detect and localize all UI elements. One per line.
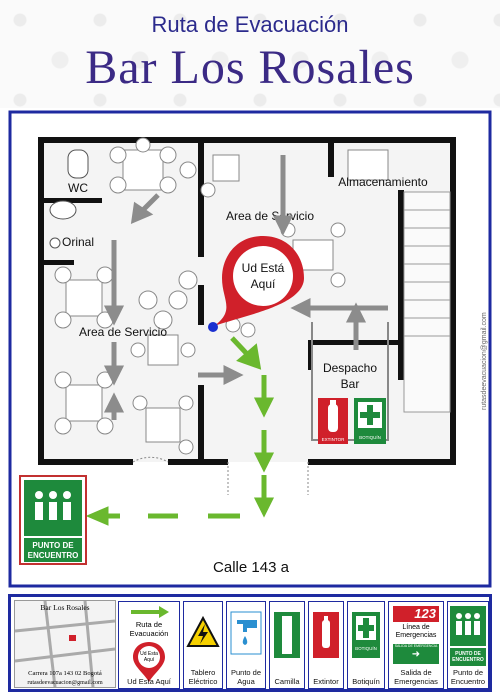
legend-route-label: Ruta de Evacuación: [129, 620, 169, 638]
urinal-icon: [49, 237, 61, 249]
mini-map-marker: [69, 635, 76, 641]
legend-route-here: Ruta de Evacuación Ud Esta Aquí Ud Esta …: [118, 601, 180, 689]
legend-meeting-sub2: ENCUENTRO: [452, 657, 484, 663]
legend-here-label: Ud Esta Aquí: [127, 676, 171, 686]
room-label-orinal: Orinal: [62, 235, 94, 249]
room-label-wc: WC: [68, 181, 88, 195]
legend-emergency-exit: 123 Línea de Emergencias SALIDA DE EMERG…: [388, 601, 444, 689]
toilet-icon: [67, 149, 89, 179]
legend-meeting: PUNTO DE ENCUENTRO Punto de Encuentro: [447, 601, 489, 689]
firstaid-sign-label: BOTIQUÍN: [359, 434, 381, 440]
legend-exit-label: Salida de Emergencias: [394, 668, 438, 686]
legend-extinguisher: Extintor: [308, 601, 344, 689]
you-are-here-pin: Ud Está Aquí: [208, 236, 304, 332]
legend-water: Punto de Agua: [226, 601, 266, 689]
electric-panel-icon: [186, 615, 220, 647]
extinguisher-sign-label: EXTINTOR: [322, 437, 345, 442]
mini-map-title: Bar Los Rosales: [40, 603, 90, 612]
legend-route-graphic: [131, 606, 169, 682]
legend-stretcher: Camilla: [269, 601, 305, 689]
stairs: [403, 191, 451, 413]
legend-extinguisher-label: Extintor: [313, 676, 339, 686]
you-are-here-line1: Ud Está: [242, 261, 285, 275]
room-label-bar-2: Bar: [341, 377, 360, 391]
doors: [132, 456, 309, 495]
firstaid-icon: [352, 612, 380, 658]
location-dot: [208, 322, 218, 332]
furniture: [54, 137, 389, 455]
meeting-point-line1: PUNTO DE: [32, 541, 74, 550]
legend-meeting-sub1: PUNTO DE: [455, 651, 481, 657]
room-label-bar-1: Despacho: [323, 361, 377, 375]
meeting-point-sign: PUNTO DE ENCUENTRO: [19, 475, 87, 565]
extinguisher-icon: [313, 612, 339, 658]
firstaid-sign: BOTIQUÍN: [354, 398, 386, 444]
you-are-here-line2: Aquí: [251, 277, 276, 291]
legend-here-pin-line1: Ud Esta: [140, 651, 158, 657]
walls: [38, 137, 456, 465]
room-label-service-top: Area de Servicio: [226, 209, 314, 223]
street-label: Calle 143 a: [213, 559, 290, 576]
flow-arrows: [103, 155, 388, 420]
legend-water-label: Punto de Agua: [230, 668, 262, 686]
map-subtitle: Ruta de Evacuación: [151, 12, 349, 37]
map-title: Bar Los Rosales: [85, 41, 415, 94]
exit-arrow-icon: ➜: [411, 649, 421, 660]
extinguisher-sign: EXTINTOR: [318, 398, 348, 444]
floor-plan: WC Orinal Area de Servicio Area de Servi…: [8, 110, 492, 588]
meeting-point-icon: [450, 606, 486, 666]
room-label-service-left: Area de Servicio: [79, 325, 167, 339]
sink-icon: [49, 200, 77, 220]
legend: Bar Los Rosales Carrera 107a 143 02 Bogo…: [8, 594, 492, 692]
legend-firstaid-sub: BOTIQUÍN: [355, 646, 377, 651]
mini-map-graphic: [14, 600, 116, 688]
room-label-storage: Almacenamiento: [338, 175, 428, 189]
legend-panel-label: Tablero Eléctrico: [188, 668, 218, 686]
legend-stretcher-label: Camilla: [274, 676, 300, 686]
header: Ruta de Evacuación Bar Los Rosales: [0, 0, 500, 108]
legend-emergency-label: Línea de Emergencias: [395, 624, 437, 639]
exit-sign-text: SALIDA DE EMERGENCIA: [394, 644, 438, 648]
legend-firstaid-label: Botiquín: [352, 676, 380, 686]
water-point-icon: [230, 611, 262, 655]
location-mini-map: Bar Los Rosales Carrera 107a 143 02 Bogo…: [14, 600, 116, 688]
mini-map-address: Carrera 107a 143 02 Bogotá: [28, 670, 102, 677]
stretcher-icon: [274, 612, 300, 658]
side-email: rutasdeevacuacion@gmail.com: [481, 312, 488, 410]
legend-here-pin-line2: Aquí: [143, 657, 155, 663]
mini-map-email: rutasdeevacuacion@gmail.com: [27, 680, 103, 686]
emergency-number: 123: [393, 606, 439, 622]
exit-sign: SALIDA DE EMERGENCIA ➜: [393, 644, 439, 664]
legend-firstaid: BOTIQUÍN Botiquín: [347, 601, 385, 689]
legend-meeting-label: Punto de Encuentro: [450, 668, 486, 686]
evacuation-route: [85, 336, 275, 526]
legend-panel: Tablero Eléctrico: [183, 601, 223, 689]
bar-counter: [311, 322, 389, 441]
meeting-point-line2: ENCUENTRO: [28, 551, 79, 560]
